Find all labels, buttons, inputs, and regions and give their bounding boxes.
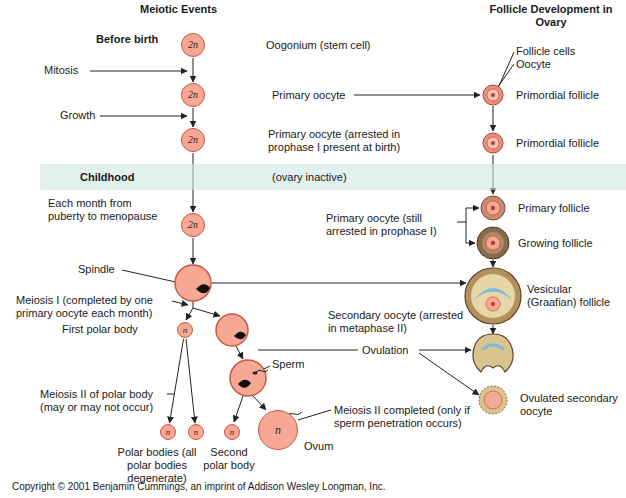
callout-label: Ovum [304,440,344,453]
heading-label: Before birth [96,33,186,46]
cell-circle: n [258,410,298,450]
heading-label: Meiotic Events [140,3,240,16]
arrow-connector [170,339,184,423]
callout-label: Ovulated secondary oocyte [520,392,620,418]
callout-label: Polar bodies (all polar bodies degenerat… [116,446,198,485]
arrow-connector [193,58,194,82]
arrow-connector [186,339,195,423]
ploidy-label: n [230,428,235,437]
copyright-caption: Copyright © 2001 Benjamin Cummings, an i… [12,480,612,493]
heading-label: Follicle Development in Ovary [488,3,614,29]
callout-label: Meiosis II completed (only if sperm pene… [334,404,484,430]
callout-label: Sperm [272,358,312,371]
callout-label: Secondary oocyte (arrested in metaphase … [328,309,468,335]
arrow-connector [193,108,194,127]
band-heading: Childhood [80,171,134,184]
cell-circle: n [160,424,176,440]
ploidy-label: 2n [188,135,198,145]
ploidy-label: n [275,424,281,436]
ploidy-label: n [194,428,199,437]
callout-label: Oogonium (stem cell) [266,39,416,52]
callout-label: Meiosis I (completed by one primary oocy… [16,294,172,320]
cell-circle: n [224,424,240,440]
callout-label: Growth [60,109,100,122]
callout-label: Primordial follicle [516,137,622,150]
callout-label: Spindle [78,263,122,276]
ploidy-label: n [166,428,171,437]
cell-circle: 2n [181,128,205,152]
ploidy-label: n [183,326,188,335]
cell-circle: 2n [181,83,205,107]
callout-label: Meiosis II of polar body (may or may not… [40,388,166,414]
ploidy-label: 2n [188,220,198,230]
callout-label: Primary oocyte (arrested in prophase I p… [268,128,420,154]
cell-circle: 2n [181,33,205,57]
cell-circle: n [177,322,193,338]
callout-label: Primary follicle [518,202,618,215]
callout-label: Primordial follicle [516,89,622,102]
callout-label: Vesicular (Graafian) follicle [527,283,622,309]
ploidy-label: 2n [188,90,198,100]
callout-label: Follicle cells [516,45,616,58]
stage-band: Childhood (ovary inactive) [40,164,626,190]
callout-label: Mitosis [44,64,90,77]
cell-circle: 2n [181,213,205,237]
callout-label: Each month from puberty to menopause [48,197,166,223]
cell-circle: n [188,424,204,440]
band-note: (ovary inactive) [272,171,347,184]
callout-label: Primary oocyte (still arrested in propha… [326,212,456,238]
callout-label: First polar body [62,323,162,336]
callout-label: Ovulation [362,344,418,357]
callout-label: Oocyte [516,58,576,71]
callout-label: Second polar body [200,446,258,472]
ploidy-label: 2n [188,40,198,50]
callout-label: Primary oocyte [272,89,354,102]
callout-label: Growing follicle [518,237,618,250]
